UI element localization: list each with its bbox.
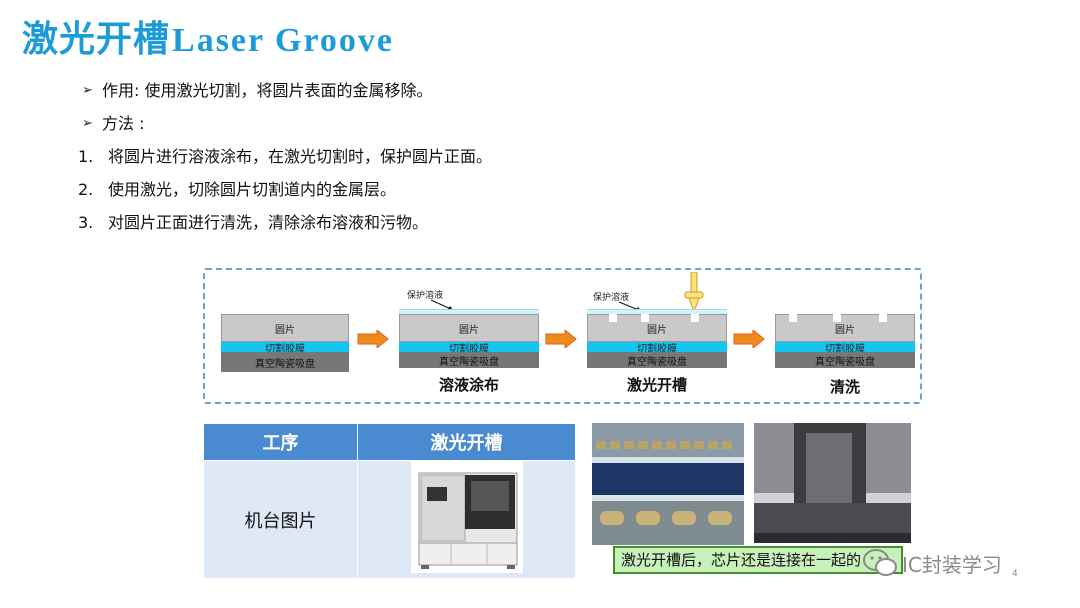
coat-note: 保护溶液 xyxy=(593,293,630,303)
wafer-layer: 圆片 xyxy=(775,314,915,342)
flow-arrow-icon xyxy=(733,330,765,348)
groove-mark xyxy=(789,314,797,322)
step-text: 对圆片正面进行清洗，清除涂布溶液和污物。 xyxy=(108,213,429,232)
stage-initial: 圆片 切割胶膜 真空陶瓷吸盘 xyxy=(221,314,349,374)
stage-laser-groove: 保护溶液 圆片 切割胶膜 真空陶瓷吸盘 激光开槽 xyxy=(587,272,727,396)
wafer-layer: 圆片 xyxy=(221,314,349,342)
arrow-bullet-icon: ➢ xyxy=(82,83,93,98)
process-diagram: 圆片 切割胶膜 真空陶瓷吸盘 保护溶液 圆片 切割胶膜 真空陶瓷吸盘 溶液涂布 … xyxy=(203,268,922,404)
tape-layer: 切割胶膜 xyxy=(587,342,727,355)
step-item: 2. 使用激光，切除圆片切割道内的金属层。 xyxy=(78,173,782,206)
groove-mark xyxy=(609,314,617,322)
machine-image-cell xyxy=(357,460,576,579)
step-text: 将圆片进行溶液涂布，在激光切割时，保护圆片正面。 xyxy=(108,147,493,166)
bullet-list: ➢ 作用: 使用激光切割，将圆片表面的金属移除。 ➢ 方法 : 1. 将圆片进行… xyxy=(78,74,782,239)
groove-mark xyxy=(691,314,699,322)
title-chinese: 激光开槽 xyxy=(22,19,171,60)
chuck-layer: 真空陶瓷吸盘 xyxy=(221,352,349,372)
title-english: Laser Groove xyxy=(172,22,395,59)
step-number: 3. xyxy=(78,213,94,232)
slide-title: 激光开槽 Laser Groove xyxy=(22,10,394,60)
bullet-text: 方法 : xyxy=(102,114,145,133)
step-number: 2. xyxy=(78,180,94,199)
wafer-layer: 圆片 xyxy=(587,314,727,342)
groove-mark xyxy=(833,314,841,322)
photo-caption: 激光开槽后，芯片还是连接在一起的 xyxy=(613,546,903,574)
bullet-purpose: ➢ 作用: 使用激光切割，将圆片表面的金属移除。 xyxy=(82,74,782,107)
coating-layer xyxy=(399,309,539,314)
watermark-text: IC封装学习 xyxy=(902,552,1002,577)
bullet-text: 作用: 使用激光切割，将圆片表面的金属移除。 xyxy=(102,81,433,100)
table-header: 激光开槽 xyxy=(357,423,576,461)
stage-cleaning: 圆片 切割胶膜 真空陶瓷吸盘 清洗 xyxy=(775,314,915,398)
stage-label: 溶液涂布 xyxy=(438,376,499,394)
step-text: 使用激光，切除圆片切割道内的金属层。 xyxy=(108,180,397,199)
chuck-layer: 真空陶瓷吸盘 xyxy=(775,352,915,368)
stage-label: 清洗 xyxy=(829,378,860,396)
process-table: 工序 激光开槽 机台图片 xyxy=(203,423,576,579)
chuck-layer: 真空陶瓷吸盘 xyxy=(587,352,727,368)
bullet-method: ➢ 方法 : xyxy=(82,107,782,140)
step-number: 1. xyxy=(78,147,94,166)
coat-note: 保护溶液 xyxy=(407,291,444,301)
groove-top-view-photo xyxy=(592,423,744,545)
groove-mark xyxy=(879,314,887,322)
wechat-icon xyxy=(863,549,897,576)
tape-layer: 切割胶膜 xyxy=(399,342,539,355)
stage-coating: 保护溶液 圆片 切割胶膜 真空陶瓷吸盘 溶液涂布 xyxy=(399,286,539,396)
arrow-bullet-icon: ➢ xyxy=(82,116,93,131)
table-header: 工序 xyxy=(203,423,358,461)
watermark: IC封装学习 xyxy=(862,546,1002,580)
coating-layer xyxy=(587,309,727,314)
groove-cross-section-photo xyxy=(754,423,911,543)
tape-layer: 切割胶膜 xyxy=(775,342,915,355)
page-number: 4 xyxy=(1012,569,1018,579)
chuck-layer: 真空陶瓷吸盘 xyxy=(399,352,539,368)
laser-machine-image xyxy=(410,461,523,573)
stage-label: 激光开槽 xyxy=(626,376,687,394)
row-label: 机台图片 xyxy=(203,460,358,579)
flow-arrow-icon xyxy=(545,330,577,348)
tape-layer: 切割胶膜 xyxy=(221,342,349,355)
flow-arrow-icon xyxy=(357,330,389,348)
wafer-layer: 圆片 xyxy=(399,314,539,342)
step-item: 1. 将圆片进行溶液涂布，在激光切割时，保护圆片正面。 xyxy=(78,140,782,173)
groove-mark xyxy=(641,314,649,322)
step-item: 3. 对圆片正面进行清洗，清除涂布溶液和污物。 xyxy=(78,206,782,239)
